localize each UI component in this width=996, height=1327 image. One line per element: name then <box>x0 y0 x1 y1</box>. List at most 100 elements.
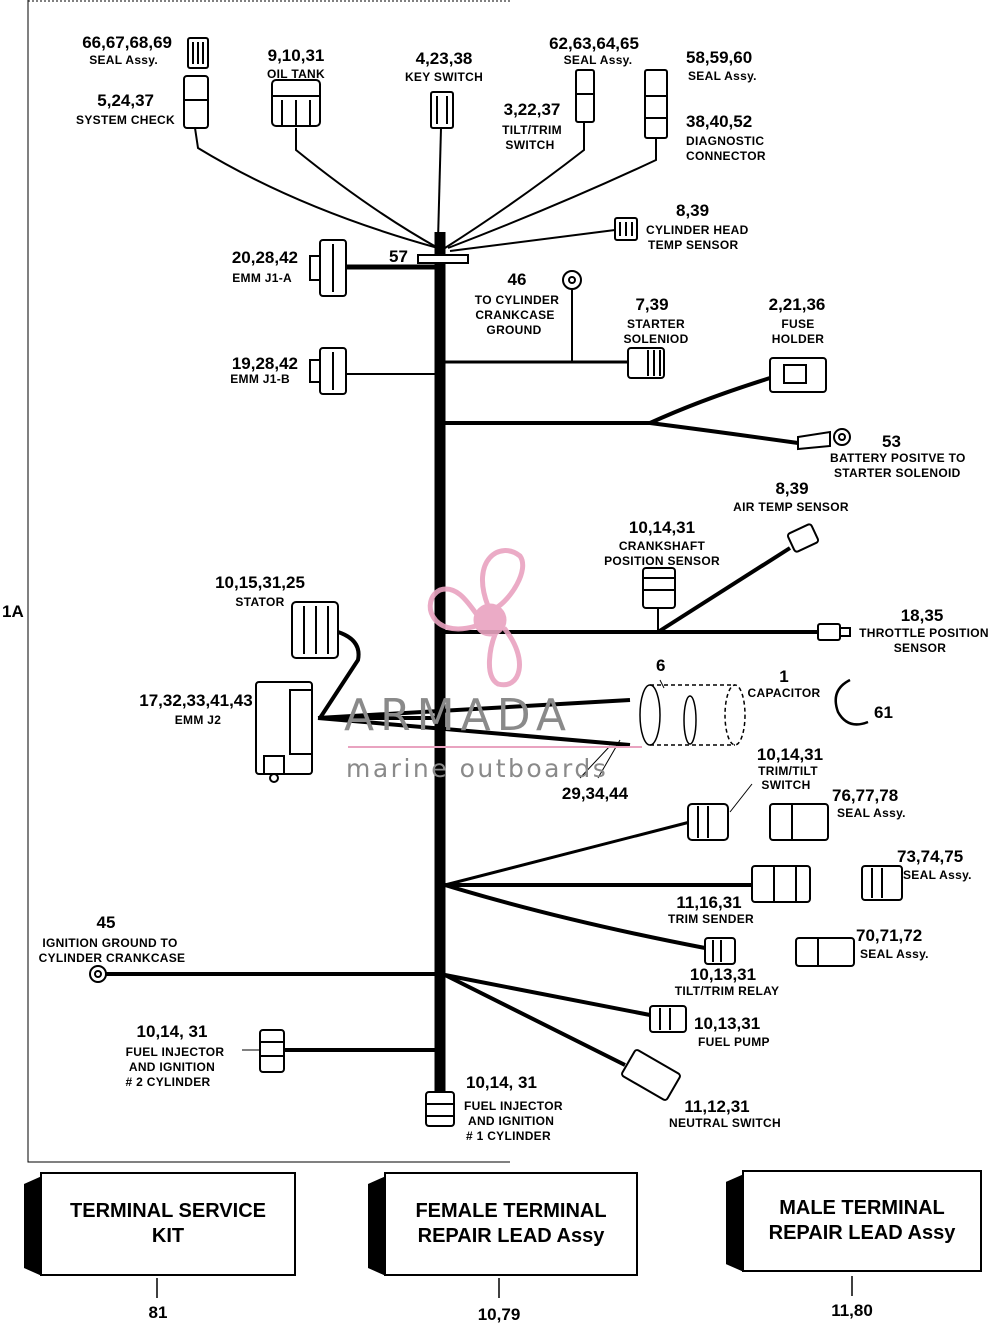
clip-61 <box>834 678 869 726</box>
emm-j1b-connector <box>309 347 347 395</box>
callout-caption-2: HOLDER <box>771 332 825 346</box>
callout-caption-2: SENSOR <box>893 641 947 655</box>
emm-j2-connector <box>255 681 313 783</box>
starter-solenoid-connector <box>627 347 665 379</box>
callout-caption: TRIM SENDER <box>668 912 754 926</box>
callout-number-61: 61 <box>874 703 893 722</box>
capacitor-shape <box>639 684 746 746</box>
watermark-brand: ARMADA <box>344 690 572 741</box>
callout-number: 38,40,52 <box>686 112 753 131</box>
kit-number: 81 <box>148 1303 168 1322</box>
frame-outline <box>27 0 510 1163</box>
callout-caption: FUSE <box>781 317 815 331</box>
trim-tilt-switch-connector <box>687 803 729 841</box>
callout-caption-2: SWITCH <box>505 138 555 152</box>
callout-number: 8,39 <box>676 201 710 220</box>
callout-caption: KEY SWITCH <box>404 70 484 84</box>
callout-caption-2: CRANKCASE <box>475 308 555 322</box>
injector-1-connector <box>425 1091 455 1127</box>
callout-caption-2: CYLINDER CRANKCASE <box>38 951 186 965</box>
callout-caption-2: CONNECTOR <box>686 149 766 163</box>
system-check-connector <box>183 75 209 129</box>
stator-connector <box>291 601 339 659</box>
seal-connector-73 <box>861 865 903 901</box>
callout-caption: SEAL Assy. <box>903 868 972 882</box>
callout-number: 53 <box>882 432 901 451</box>
callout-number: 11,16,31 <box>676 893 742 912</box>
tilt-trim-switch-connector <box>575 69 595 123</box>
watermark-logo <box>427 548 526 688</box>
callout-caption: THROTTLE POSITION <box>859 626 989 640</box>
seal-connector-76 <box>769 803 829 841</box>
ground-ring-46 <box>562 270 582 302</box>
callout-caption: SYSTEM CHECK <box>76 113 175 127</box>
callout-caption: DIAGNOSTIC <box>686 134 765 148</box>
oil-tank-connector <box>271 79 321 127</box>
callout-caption: AIR TEMP SENSOR <box>733 500 849 514</box>
callout-caption: CRANKSHAFT <box>618 539 706 553</box>
callout-caption: IGNITION GROUND TO <box>42 936 178 950</box>
callout-number: 62,63,64,65 <box>549 34 639 53</box>
kit-label-line2: REPAIR LEAD Assy <box>417 1225 605 1247</box>
seal-connector-66 <box>187 37 209 69</box>
callout-number: 76,77,78 <box>832 786 899 805</box>
callout-number: 19,28,42 <box>231 354 298 373</box>
callout-number: 10,14,31 <box>756 745 824 764</box>
callout-caption: STATOR <box>235 595 285 609</box>
callout-caption: OIL TANK <box>267 67 325 81</box>
callout-caption: CAPACITOR <box>747 686 821 700</box>
callout-number: 4,23,38 <box>415 49 473 68</box>
callout-caption-2: STARTER SOLENOID <box>834 466 961 480</box>
side-label: 1A <box>2 602 24 621</box>
callout-caption: BATTERY POSITVE TO <box>830 451 966 465</box>
seal-connector-70 <box>795 937 855 967</box>
callout-caption: SEAL Assy. <box>89 53 158 67</box>
clip-57 <box>417 254 469 264</box>
junction-label: 57 <box>389 247 408 266</box>
callout-number: 45 <box>96 913 116 932</box>
callout-number: 10,14,31 <box>628 518 696 537</box>
watermark-tagline: marine outboards <box>346 754 609 783</box>
callout-number: 10,13,31 <box>694 1014 761 1033</box>
injector-2-connector <box>259 1029 285 1073</box>
callout-caption-3: # 1 CYLINDER <box>466 1129 551 1143</box>
callout-caption-2: AND IGNITION <box>128 1060 216 1074</box>
callout-caption-3: # 2 CYLINDER <box>125 1075 211 1089</box>
callout-number: 73,74,75 <box>897 847 964 866</box>
callout-caption: SEAL Assy. <box>860 947 929 961</box>
key-switch-connector <box>430 91 454 129</box>
callout-number: 58,59,60 <box>686 48 753 67</box>
callout-caption: FUEL INJECTOR <box>125 1045 225 1059</box>
callout-caption-3: GROUND <box>486 323 542 337</box>
callout-number-29: 29,34,44 <box>561 784 629 803</box>
emm-j1a-connector <box>309 239 347 297</box>
callout-number: 5,24,37 <box>97 91 154 110</box>
kit-label-line1: TERMINAL SERVICE <box>70 1200 266 1222</box>
callout-number: 10,13,31 <box>689 965 757 984</box>
callout-caption: FUEL PUMP <box>698 1035 770 1049</box>
callout-number: 10,15,31,25 <box>215 573 305 592</box>
callout-number-6: 6 <box>656 656 666 675</box>
callout-number: 11,12,31 <box>684 1097 750 1116</box>
callout-caption: EMM J2 <box>174 713 222 727</box>
throttle-sensor <box>817 623 851 641</box>
kit-label-line2: REPAIR LEAD Assy <box>768 1222 956 1244</box>
callout-number: 9,10,31 <box>267 46 325 65</box>
callout-number: 17,32,33,41,43 <box>139 691 253 710</box>
callout-caption: TILT/TRIM RELAY <box>674 984 780 998</box>
ignition-ground-ring <box>89 965 107 983</box>
callout-caption-2: AND IGNITION <box>468 1114 555 1128</box>
kit-number: 10,79 <box>477 1305 521 1324</box>
callout-number: 7,39 <box>635 295 669 314</box>
cylinder-head-temp-connector <box>614 217 638 241</box>
callout-caption-2: SOLENIOD <box>623 332 689 346</box>
callout-caption: CYLINDER HEAD <box>646 223 749 237</box>
kit-label-line1: MALE TERMINAL <box>779 1197 945 1219</box>
callout-caption: TILT/TRIM <box>502 123 562 137</box>
callout-number: 3,22,37 <box>503 100 561 119</box>
fuel-pump-connector <box>649 1005 687 1033</box>
